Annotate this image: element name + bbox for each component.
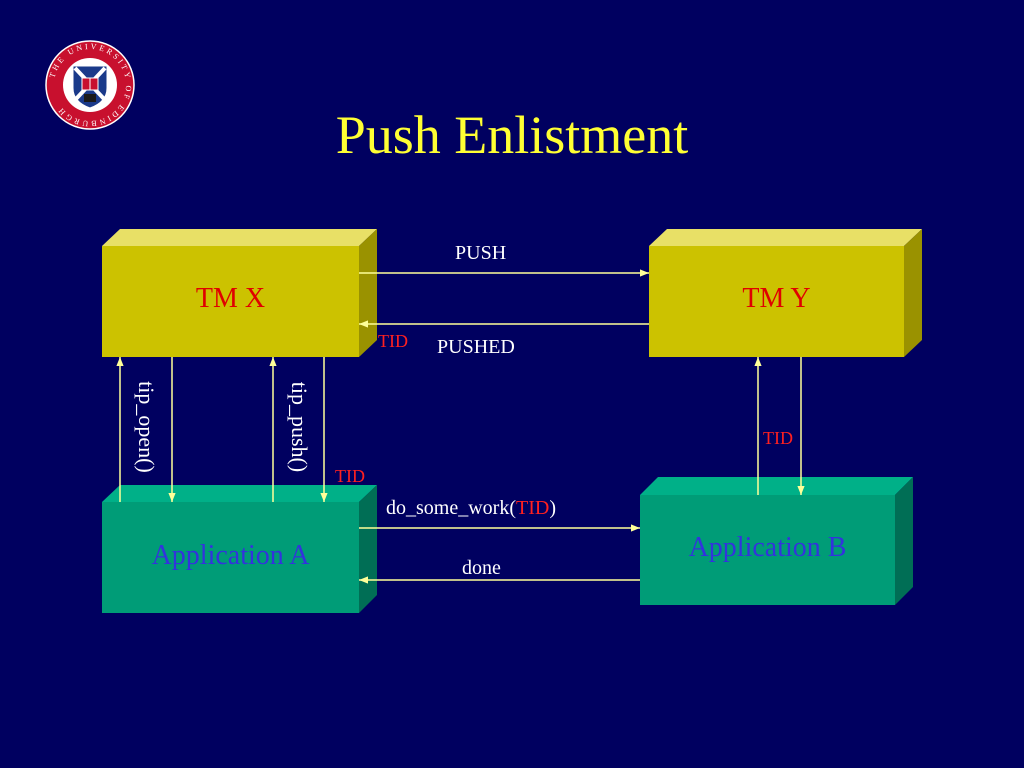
page-title: Push Enlistment (335, 105, 689, 165)
done-label: done (462, 557, 501, 579)
tm-y-box (649, 229, 922, 357)
university-logo: THE UNIVERSITY OF EDINBURGH (45, 40, 135, 130)
app-b-tid-label: TID (763, 428, 793, 448)
do-some-work-label: do_some_work(TID) (386, 497, 556, 520)
push-label: PUSH (455, 242, 507, 264)
application-b-label: Application B (688, 532, 847, 563)
do-some-work-prefix: do_some_work( (386, 497, 516, 519)
application-a-label: Application A (151, 540, 310, 571)
application-b-box (640, 477, 913, 605)
pushed-label: PUSHED (437, 336, 515, 358)
tip-push-label: tip_push() (287, 381, 312, 473)
pushed-tid-label: TID (378, 331, 408, 351)
tip-push-tid-label: TID (335, 466, 365, 486)
tm-x-box (102, 229, 377, 357)
tm-x-label: TM X (195, 283, 266, 314)
logo-castle (84, 94, 96, 102)
do-some-work-suffix: ) (549, 497, 556, 519)
tm-y-label: TM Y (742, 283, 811, 314)
tip-open-label: tip_open() (134, 381, 159, 473)
do-some-work-tid: TID (515, 497, 550, 519)
